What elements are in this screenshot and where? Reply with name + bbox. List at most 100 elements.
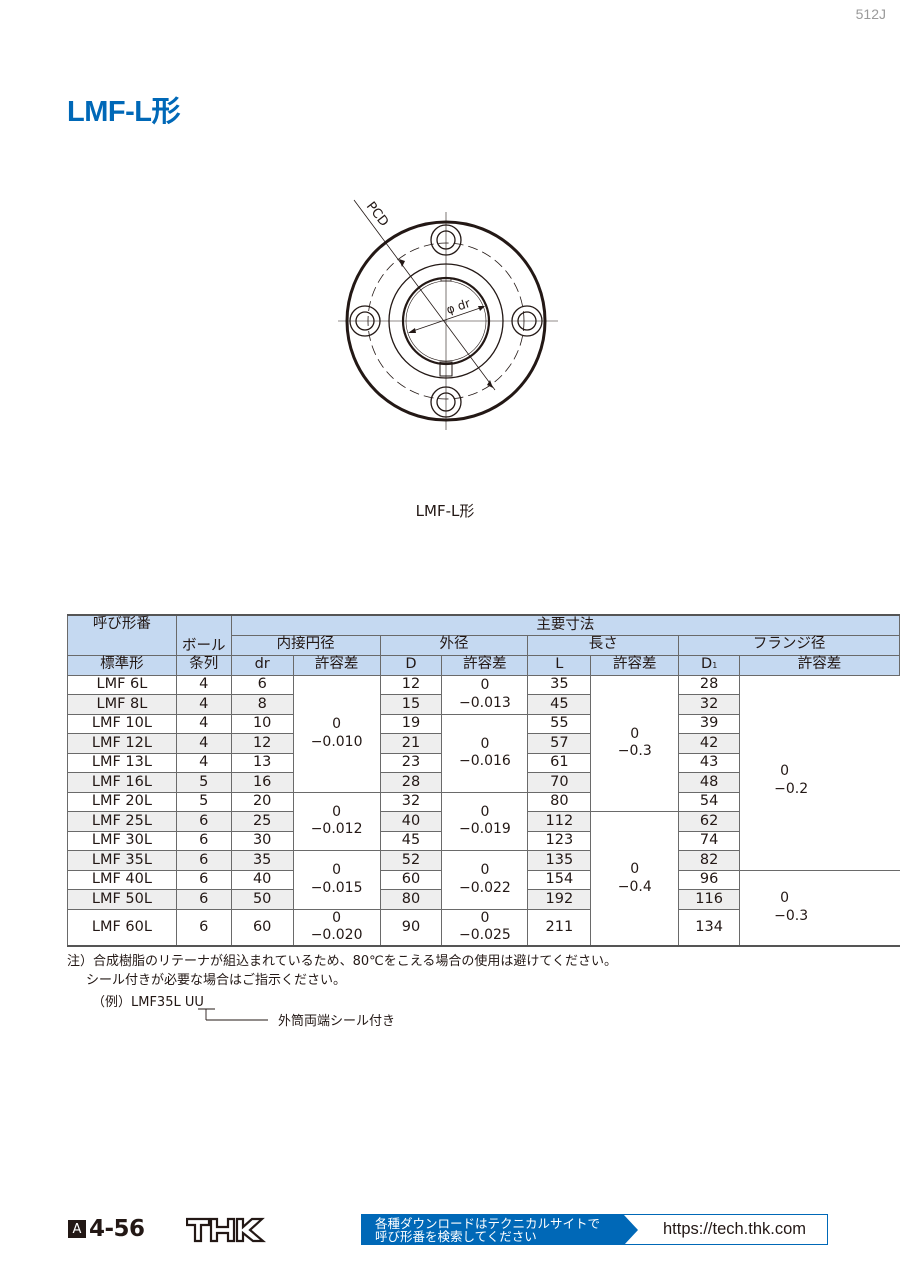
cell-D1: 116 [678,889,741,910]
cell-balls: 4 [175,733,232,754]
cell-L: 135 [527,850,592,871]
tol-upper: 0 [332,803,342,820]
tol-upper: 0 [480,803,490,820]
header-D1-main: D [701,656,713,673]
tol-upper: 0 [332,716,342,732]
figure-caption: LMF-L形 [0,500,900,521]
cell-D1: 43 [678,752,741,773]
cell-dr: 35 [230,850,294,871]
cell-L: 70 [527,772,592,793]
tol-upper: 0 [480,862,490,879]
cell-model: LMF 10L [67,713,177,734]
cell-D: 19 [379,713,443,734]
cell-L: 55 [527,713,592,734]
tol-upper: 0 [332,909,342,926]
cell-L-tolerance: 0−0.3 [590,674,680,812]
table-row: LMF 25L 6 25 40 112 0−0.4 62 [67,811,900,947]
cell-L: 57 [527,733,592,754]
tol-lower: −0.013 [459,694,511,711]
cell-model: LMF 40L [67,869,177,890]
cell-L: 45 [527,694,592,715]
cell-balls: 6 [175,869,232,890]
tol-lower: −0.010 [310,733,363,750]
cell-D: 15 [379,694,443,715]
cell-L-tolerance: 0−0.4 [590,811,680,947]
cell-balls: 6 [175,889,232,910]
example-leader-line [198,1008,268,1021]
cell-D: 60 [379,869,443,890]
cell-balls: 4 [175,713,232,734]
header-balls-bottom: 条列 [175,654,232,676]
cell-L: 112 [527,811,592,832]
cell-L: 80 [527,791,592,812]
cell-L: 154 [527,869,592,890]
download-line-2: 呼び形番を検索してください [375,1229,537,1244]
cell-model: LMF 30L [67,830,177,851]
cell-D-tolerance: 0−0.013 [441,674,529,715]
cell-model: LMF 16L [67,772,177,793]
cell-model: LMF 12L [67,733,177,754]
cell-D1: 42 [678,733,741,754]
cell-D1: 54 [678,791,741,812]
cell-D1: 74 [678,830,741,851]
table-row: LMF 30L 6 30 45 123 74 [67,830,900,851]
cell-balls: 6 [175,850,232,871]
cell-dr: 12 [230,733,294,754]
tol-upper: 0 [780,890,790,907]
cell-dr-tolerance: 0−0.020 [292,908,381,947]
download-banner-message: 各種ダウンロードはテクニカルサイトで 呼び形番を検索してください [362,1215,638,1245]
tech-site-link[interactable]: https://tech.thk.com [662,1220,807,1238]
table-row: LMF 35L 6 35 0−0.015 52 0−0.022 135 82 [67,850,900,910]
tol-lower: −0.3 [617,743,652,760]
download-line-1: 各種ダウンロードはテクニカルサイトで [375,1216,601,1231]
cell-L: 61 [527,752,592,773]
cell-D: 28 [379,772,443,793]
cell-L: 123 [527,830,592,851]
cell-D1: 32 [678,694,741,715]
cell-D: 21 [379,733,443,754]
arrow-right-icon [624,1215,638,1245]
tol-upper: 0 [480,909,490,926]
example-prefix: （例）LMF35L [92,995,185,1010]
example-model: （例）LMF35L UU [92,991,204,1010]
cell-dr-tolerance: 0−0.015 [292,850,381,910]
cell-dr: 25 [230,811,294,832]
cell-D-tolerance: 0−0.025 [441,908,529,947]
cell-dr-tolerance: 0−0.010 [292,674,381,793]
cell-D: 80 [379,889,443,910]
header-length: 長さ [527,634,680,656]
figure-caption-text: LMF-L形 [415,502,475,520]
cell-dr: 20 [230,791,294,812]
table-row: LMF 6L 4 6 0−0.010 12 0−0.013 35 0−0.3 2… [67,674,900,871]
example-seal-label: 外筒両端シール付き [278,1014,396,1029]
tol-lower: −0.020 [310,927,363,944]
table-row: LMF 60L 6 60 0−0.020 90 0−0.025 211 134 [67,908,900,947]
tol-upper: 0 [780,763,790,779]
cell-D1: 82 [678,850,741,871]
header-model-bottom: 標準形 [67,654,177,676]
dimension-table: 呼び形番 ボール 主要寸法 内接円径 外径 長さ フランジ径 標準形 条列 dr… [67,614,900,947]
cell-balls: 4 [175,752,232,773]
header-D1-sub: 1 [712,661,718,671]
cell-model: LMF 35L [67,850,177,871]
header-L-tolerance: 許容差 [590,654,680,676]
thk-logo [186,1217,266,1243]
header-inscribed-diameter: 内接円径 [230,634,381,656]
cell-D: 90 [379,908,443,947]
download-banner[interactable]: 各種ダウンロードはテクニカルサイトで 呼び形番を検索してください https:/… [361,1214,828,1245]
cell-D: 45 [379,830,443,851]
cell-dr: 10 [230,713,294,734]
cell-D1-tolerance: 0−0.2 [739,674,900,871]
header-flange-diameter: フランジ径 [678,634,900,656]
dr-label: φ dr [445,296,472,317]
page-number: A 4-56 [68,1216,145,1242]
pcd-label: PCD [363,199,391,229]
cell-balls: 6 [175,830,232,851]
cell-balls: 5 [175,791,232,812]
cell-balls: 4 [175,674,232,695]
header-balls-top: ボール [175,614,232,656]
tol-upper: 0 [480,677,490,693]
header-L: L [527,654,592,676]
cell-model: LMF 13L [67,752,177,773]
header-D1-tolerance: 許容差 [739,654,900,676]
